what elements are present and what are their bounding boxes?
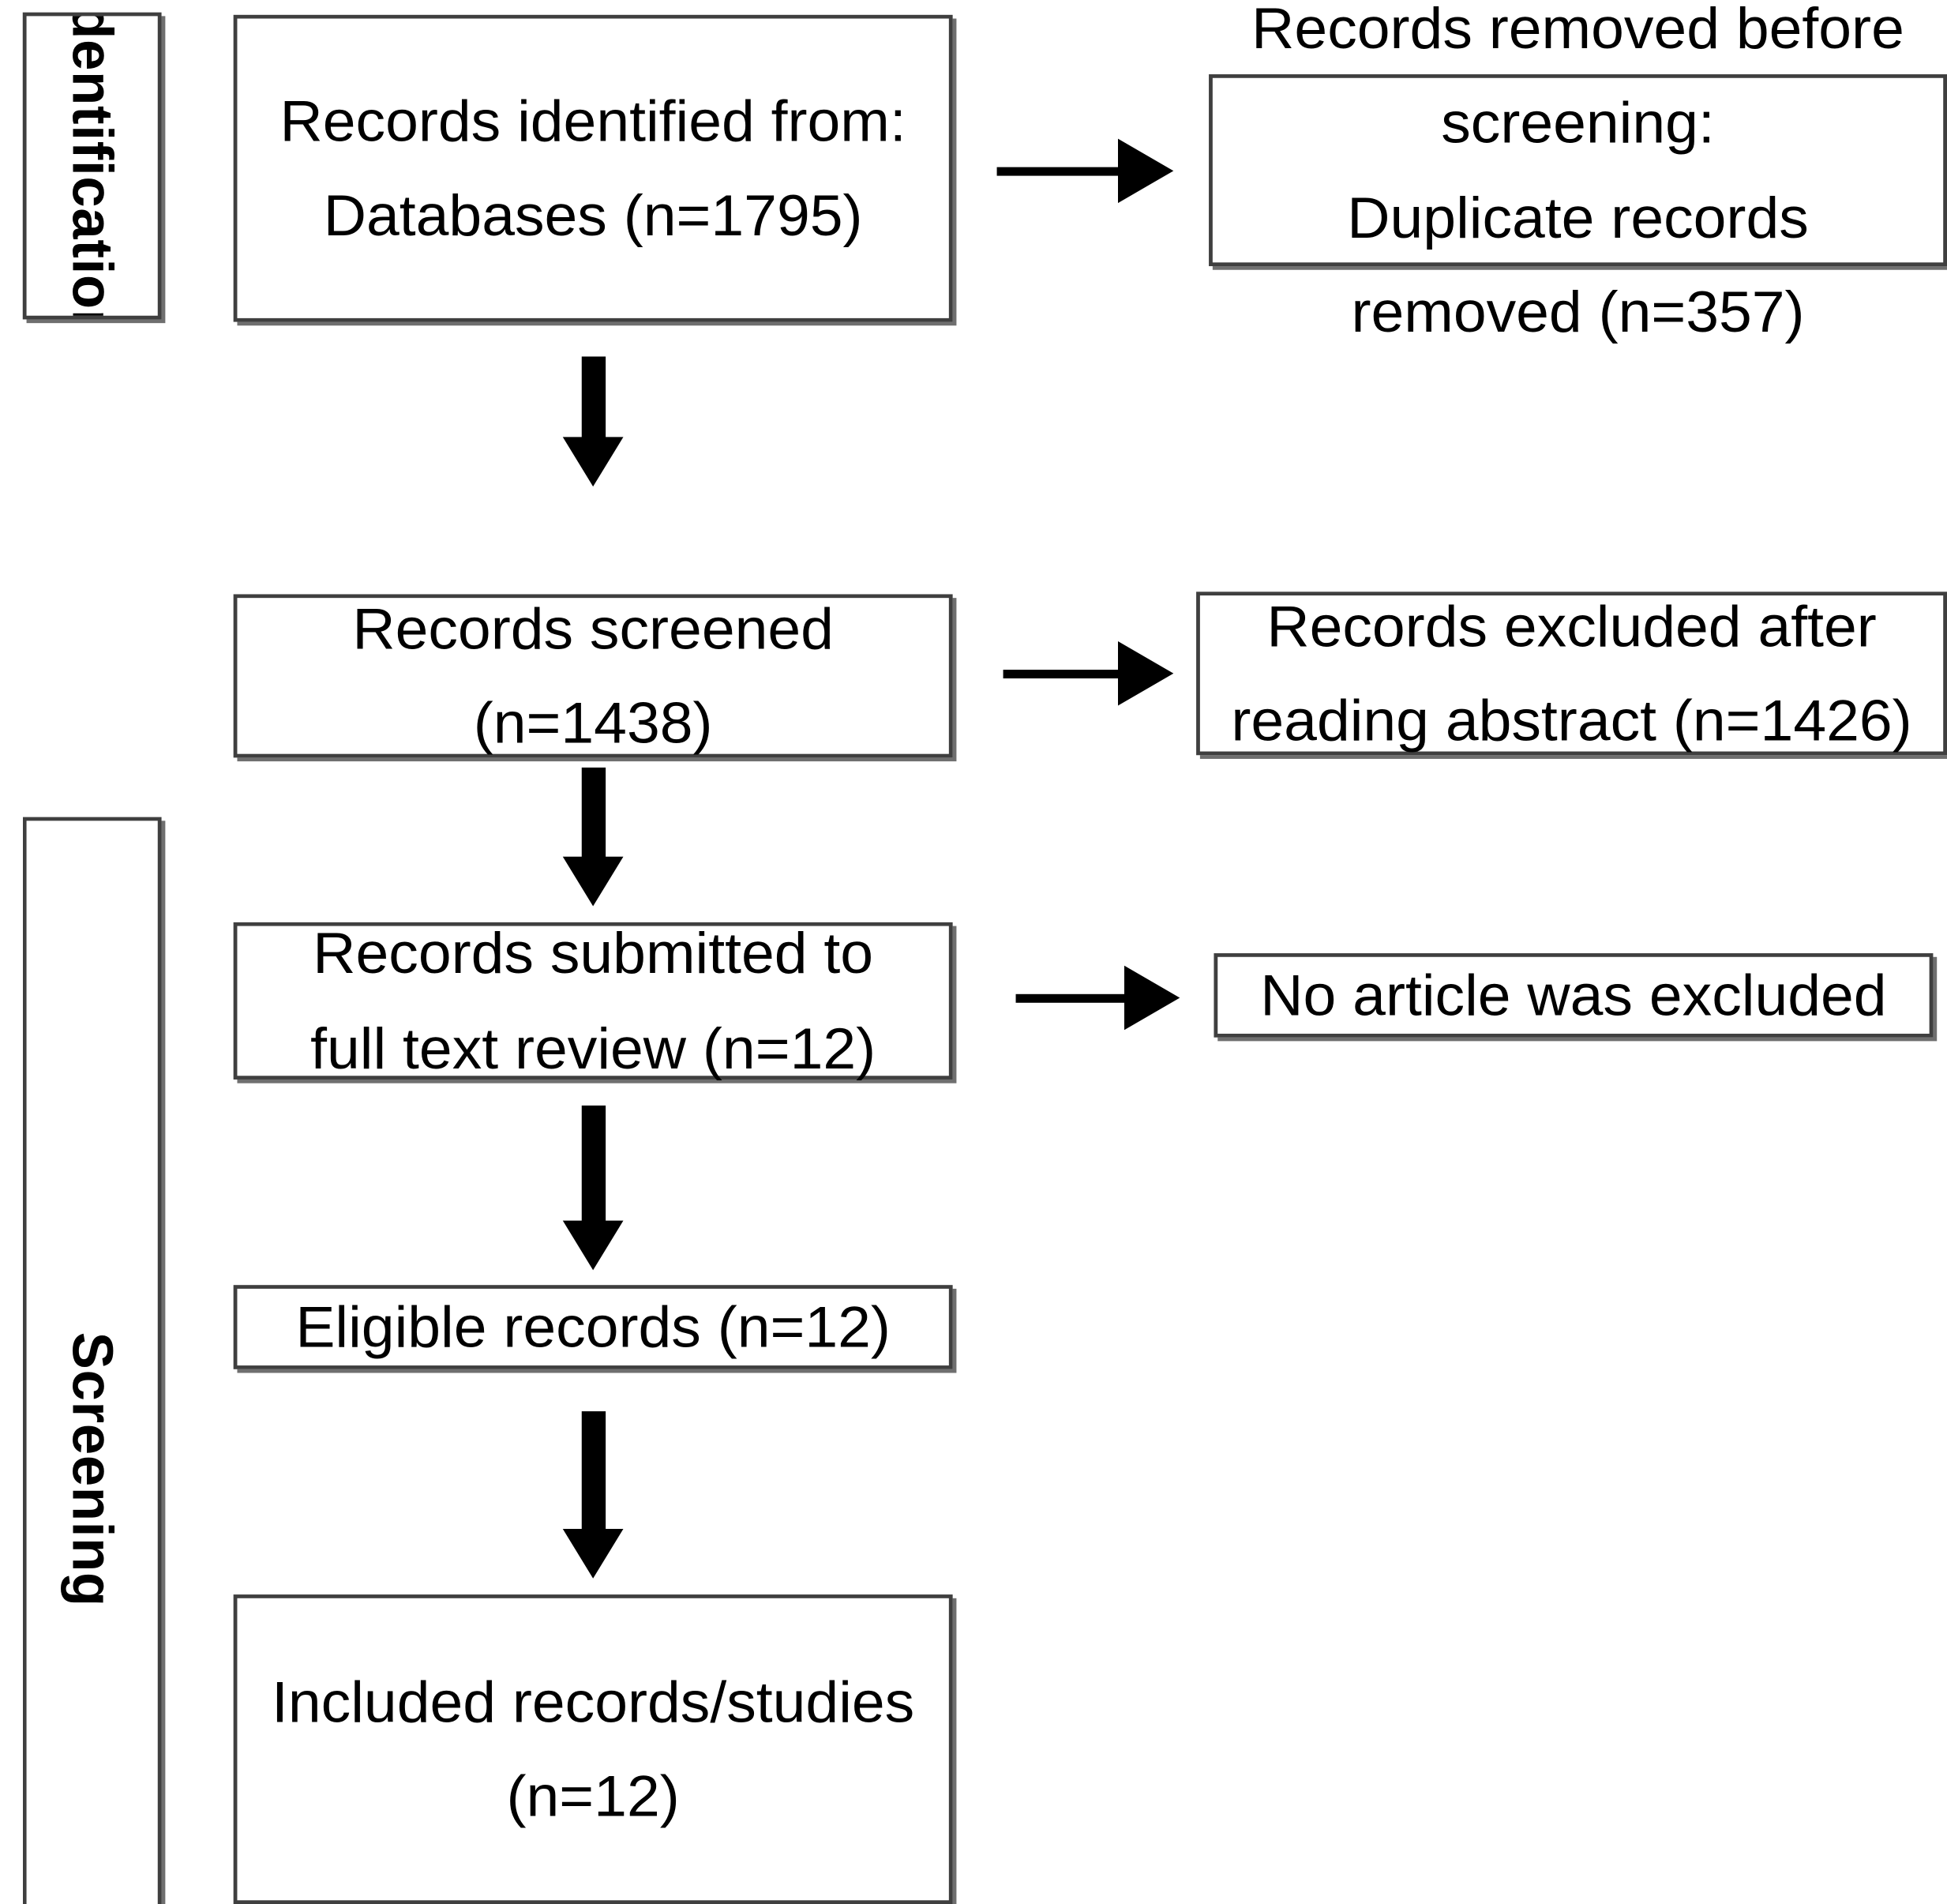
box-records-removed-before-screening-text: Records removed before screening: Duplic… [1251, 0, 1904, 344]
arrow-shaft [996, 166, 1124, 175]
box-eligible-records-text: Eligible records (n=12) [295, 1294, 891, 1360]
stage-label-screening: Screening [22, 817, 162, 1904]
arrow-down-full-text-to-eligible [555, 1105, 631, 1271]
box-records-excluded-after-abstract: Records excluded after reading abstract … [1196, 591, 1947, 756]
stage-label-screening-text: Screening [60, 1332, 126, 1608]
arrow-right-to-no-article-excluded [1015, 965, 1180, 1031]
stage-label-identification: Identification [22, 12, 162, 320]
arrow-head [562, 856, 624, 907]
arrow-shaft [1003, 669, 1124, 678]
arrow-right-to-records-removed [996, 138, 1174, 204]
box-records-excluded-after-abstract-text: Records excluded after reading abstract … [1231, 592, 1912, 753]
arrow-down-identified-to-screened [555, 356, 631, 487]
arrow-down-screened-to-full-text [555, 767, 631, 907]
arrow-head [562, 437, 624, 487]
arrow-down-eligible-to-included [555, 1411, 631, 1579]
arrow-shaft [580, 356, 606, 441]
box-eligible-records: Eligible records (n=12) [233, 1285, 953, 1369]
box-records-full-text-review-text: Records submitted to full text review (n… [310, 920, 876, 1080]
stage-label-identification-text: Identification [60, 12, 126, 320]
box-records-screened-text: Records screened (n=1438) [352, 595, 834, 756]
arrow-head [1124, 965, 1180, 1031]
box-records-removed-before-screening: Records removed before screening: Duplic… [1209, 0, 1947, 344]
arrow-shaft [580, 767, 606, 861]
arrow-head [1117, 138, 1174, 204]
box-records-full-text-review: Records submitted to full text review (n… [233, 920, 953, 1080]
arrow-right-to-records-excluded [1003, 641, 1174, 706]
box-included-records-text: Included records/studies (n=12) [272, 1668, 915, 1829]
arrow-shaft [580, 1105, 606, 1225]
arrow-head [562, 1220, 624, 1271]
box-records-screened: Records screened (n=1438) [233, 594, 953, 758]
box-no-article-excluded-text: No article was excluded [1260, 961, 1887, 1028]
arrow-head [1117, 641, 1174, 706]
arrow-shaft [580, 1411, 606, 1533]
box-records-identified: Records identified from: Databases (n=17… [233, 14, 953, 322]
box-records-identified-text: Records identified from: Databases (n=17… [279, 88, 906, 248]
box-included-records: Included records/studies (n=12) [233, 1594, 953, 1904]
arrow-shaft [1015, 993, 1130, 1002]
box-no-article-excluded: No article was excluded [1214, 953, 1934, 1038]
arrow-head [562, 1529, 624, 1579]
